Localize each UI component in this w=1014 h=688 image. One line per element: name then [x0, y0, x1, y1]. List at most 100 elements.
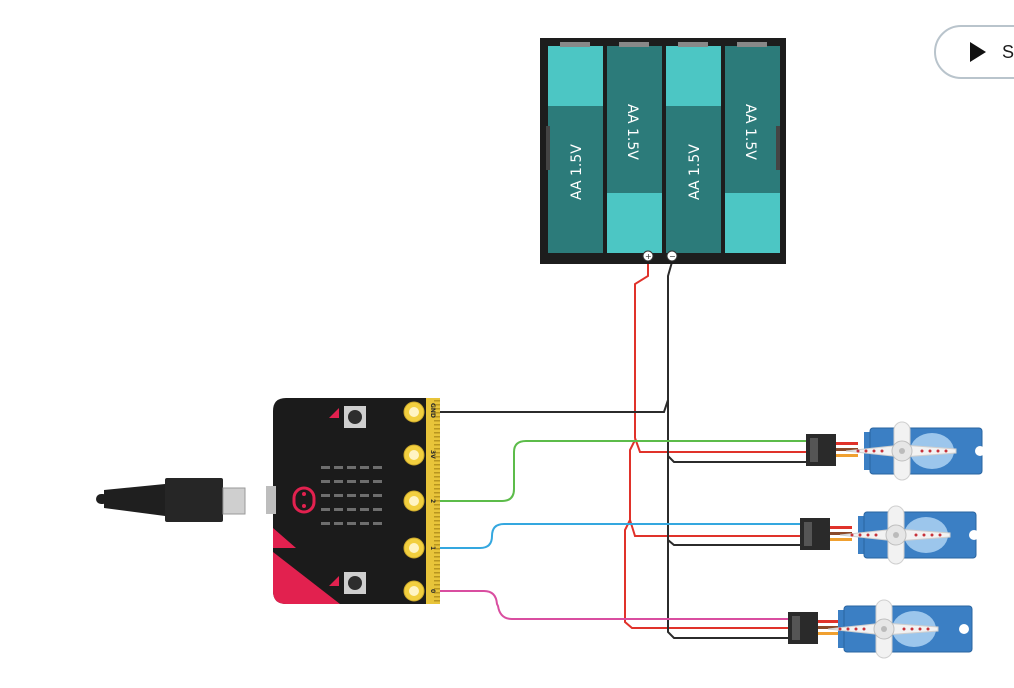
- edge-tick: [434, 512, 440, 514]
- board-corner-decoration: [329, 408, 339, 418]
- edge-tick: [434, 548, 440, 550]
- pin-label: 0: [429, 589, 436, 593]
- edge-tick: [434, 480, 440, 482]
- edge-tick: [434, 576, 440, 578]
- edge-tick: [434, 584, 440, 586]
- edge-tick: [434, 496, 440, 498]
- pin-2[interactable]: 2: [403, 490, 436, 512]
- servo-icon[interactable]: [800, 505, 979, 565]
- wire-ground[interactable]: [667, 540, 788, 639]
- button-b[interactable]: [344, 572, 366, 594]
- edge-tick: [434, 564, 440, 566]
- edge-tick: [434, 408, 440, 410]
- battery-cell-label: AA 1.5V: [624, 104, 640, 160]
- servo-icon[interactable]: [788, 599, 973, 659]
- edge-tick: [434, 420, 440, 422]
- led: [360, 480, 369, 483]
- board-corner-decoration: [273, 552, 340, 604]
- led: [373, 522, 382, 525]
- play-icon: [970, 42, 986, 62]
- wire-ground[interactable]: [667, 456, 800, 546]
- edge-tick: [434, 556, 440, 558]
- edge-tick: [434, 504, 440, 506]
- edge-tick: [434, 492, 440, 494]
- pin-1[interactable]: 1: [403, 537, 436, 559]
- battery-cell: [725, 42, 780, 253]
- led: [373, 480, 382, 483]
- edge-tick: [434, 544, 440, 546]
- led: [334, 522, 343, 525]
- battery-cell: [548, 42, 603, 253]
- led: [347, 466, 356, 469]
- battery-pack[interactable]: AA 1.5V AA 1.5V AA 1.5V AA 1.5V + −: [540, 38, 786, 264]
- led: [334, 494, 343, 497]
- led: [321, 508, 330, 511]
- edge-tick: [434, 524, 440, 526]
- led: [360, 466, 369, 469]
- edge-tick: [434, 400, 440, 402]
- board-corner-decoration: [329, 576, 339, 586]
- wire-power[interactable]: [634, 262, 806, 453]
- servo-icon[interactable]: [806, 421, 985, 481]
- wire-ground[interactable]: [667, 400, 806, 463]
- edge-tick: [434, 528, 440, 530]
- led-matrix: [321, 466, 382, 525]
- wire-pin1[interactable]: [432, 523, 800, 549]
- edge-tick: [434, 596, 440, 598]
- pin-gnd[interactable]: GND: [403, 401, 436, 423]
- edge-tick: [434, 472, 440, 474]
- led: [360, 508, 369, 511]
- battery-minus-terminal[interactable]: [666, 250, 678, 262]
- edge-tick: [434, 440, 440, 442]
- microbit-board[interactable]: GND 3V 2 1 0: [266, 398, 440, 604]
- edge-tick: [434, 592, 440, 594]
- wire-power[interactable]: [624, 519, 788, 629]
- edge-tick: [434, 520, 440, 522]
- wire-pin0[interactable]: [432, 590, 788, 620]
- edge-tick: [434, 580, 440, 582]
- led: [334, 466, 343, 469]
- touch-logo[interactable]: [292, 486, 316, 514]
- led: [334, 480, 343, 483]
- start-simulation-label: S: [1002, 41, 1014, 62]
- wire-power[interactable]: [629, 439, 800, 537]
- pin-0[interactable]: 0: [403, 580, 436, 602]
- pin-3v[interactable]: 3V: [403, 444, 436, 466]
- edge-tick: [434, 436, 440, 438]
- led: [347, 522, 356, 525]
- led: [347, 494, 356, 497]
- battery-plus-label: +: [645, 252, 652, 261]
- start-simulation-button[interactable]: S: [934, 25, 1014, 79]
- edge-tick: [434, 560, 440, 562]
- edge-tick: [434, 600, 440, 602]
- edge-tick: [434, 568, 440, 570]
- led: [347, 508, 356, 511]
- board-corner-decoration: [273, 528, 296, 548]
- edge-tick: [434, 532, 440, 534]
- battery-plus-terminal[interactable]: [642, 250, 654, 262]
- edge-tick: [434, 416, 440, 418]
- edge-tick: [434, 572, 440, 574]
- led: [360, 494, 369, 497]
- wires: [432, 261, 806, 639]
- led: [373, 508, 382, 511]
- led: [321, 480, 330, 483]
- edge-tick: [434, 500, 440, 502]
- edge-tick: [434, 588, 440, 590]
- edge-tick: [434, 432, 440, 434]
- pin-label: 2: [429, 499, 436, 503]
- edge-tick: [434, 552, 440, 554]
- button-a[interactable]: [344, 406, 366, 428]
- edge-tick: [434, 424, 440, 426]
- usb-cable-icon[interactable]: [96, 478, 246, 522]
- pin-label: 3V: [429, 450, 436, 459]
- led: [373, 466, 382, 469]
- battery-cell-label: AA 1.5V: [687, 144, 703, 200]
- edge-tick: [434, 476, 440, 478]
- wire-pin2[interactable]: [432, 440, 806, 502]
- edge-tick: [434, 428, 440, 430]
- edge-tick: [434, 488, 440, 490]
- edge-tick: [434, 460, 440, 462]
- pin-label: GND: [429, 403, 436, 418]
- edge-tick: [434, 404, 440, 406]
